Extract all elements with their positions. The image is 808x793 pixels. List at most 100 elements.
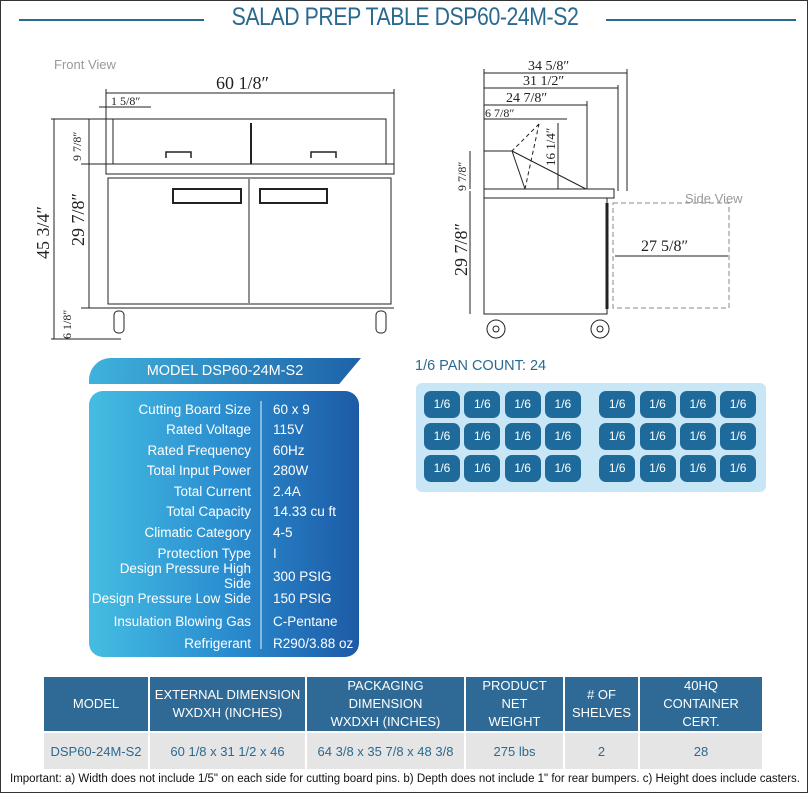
spec-value: 280W [273, 463, 309, 479]
spec-label: Insulation Blowing Gas [113, 613, 251, 629]
pan-slot: 1/6 [464, 455, 501, 482]
depth-dim-1: 34 5/8″ [528, 59, 569, 74]
title-rule-right [606, 19, 796, 21]
spec-row: Design Pressure Low Side 150 PSIG [89, 588, 359, 611]
pan-slot: 1/6 [679, 391, 716, 418]
side-body-height-dim: 29 7/8″ [451, 223, 471, 276]
spec-row: Total Current 2.4A [89, 481, 359, 502]
spec-value: 300 PSIG [273, 568, 332, 584]
spec-row: Rated Frequency 60Hz [89, 440, 359, 461]
pan-slot: 1/6 [504, 423, 541, 450]
spec-label: Protection Type [157, 546, 251, 562]
side-body [483, 197, 608, 315]
offset-dim: 1 5/8″ [111, 94, 140, 108]
table-header-cell: MODEL [44, 677, 148, 731]
spec-value: 2.4A [273, 483, 301, 499]
pan-slot: 1/6 [544, 423, 581, 450]
pan-slot: 1/6 [464, 423, 501, 450]
casters [113, 310, 387, 334]
spec-value: 14.33 cu ft [273, 504, 337, 520]
spec-row: Refrigerant R290/3.88 oz [89, 633, 359, 656]
pan-slot: 1/6 [639, 391, 676, 418]
spec-value: R290/3.88 oz [273, 636, 354, 652]
depth-dim-2: 31 1/2″ [523, 74, 564, 89]
front-view-drawing: 60 1/8″ 1 5/8″ 45 3/4″ 9 7/8″ 29 7/8″ 6 … [33, 73, 395, 340]
spec-label: Total Current [173, 483, 251, 499]
spec-value: 4-5 [273, 524, 293, 540]
lid-height-dim: 16 1/4″ [543, 128, 558, 166]
side-top-height-dim: 9 7/8″ [455, 162, 469, 191]
spec-label: Total Capacity [166, 504, 251, 520]
cutting-board [105, 163, 395, 175]
door-swing-dim: 27 5/8″ [641, 238, 688, 255]
pan-slot: 1/6 [599, 391, 636, 418]
spec-row: Total Input Power 280W [89, 461, 359, 482]
table-cell: DSP60-24M-S2 [44, 733, 148, 769]
pan-slot: 1/6 [599, 455, 636, 482]
pan-slot: 1/6 [504, 455, 541, 482]
spec-value: 115V [273, 422, 304, 438]
side-board [483, 188, 615, 199]
table-cell: 2 [565, 733, 638, 769]
spec-label: Design Pressure Low Side [91, 591, 251, 607]
table-cell: 275 lbs [466, 733, 563, 769]
pan-slot: 1/6 [720, 455, 757, 482]
door-handle [259, 188, 328, 204]
spec-row: Design Pressure High Side 300 PSIG [89, 561, 359, 591]
spec-value: 60 x 9 [273, 401, 310, 417]
spec-divider [260, 401, 262, 649]
pan-count-title: 1/6 PAN COUNT: 24 [415, 358, 547, 374]
pan-slot: 1/6 [639, 423, 676, 450]
spec-label: Rated Voltage [166, 422, 251, 438]
title-rule-left [19, 19, 204, 21]
spec-row: Total Capacity 14.33 cu ft [89, 502, 359, 523]
spec-label: Refrigerant [184, 636, 251, 652]
lid-profile [484, 150, 587, 190]
spec-label: Design Pressure High Side [119, 561, 251, 592]
pan-slot: 1/6 [504, 391, 541, 418]
pan-slot: 1/6 [424, 455, 460, 482]
pan-slot: 1/6 [720, 391, 757, 418]
spec-label: Total Input Power [146, 463, 251, 479]
body-height-dim: 29 7/8″ [68, 193, 88, 246]
pan-slot: 1/6 [639, 455, 676, 482]
spec-label: Rated Frequency [147, 442, 251, 458]
spec-row: Rated Voltage 115V [89, 420, 359, 441]
spec-label: Cutting Board Size [138, 401, 251, 417]
door-swing-area [612, 202, 730, 309]
lid-handles [165, 151, 337, 158]
width-dim: 60 1/8″ [216, 73, 269, 93]
total-height-dim: 45 3/4″ [33, 206, 53, 259]
spec-value: I [273, 546, 277, 562]
depth-dim-3: 24 7/8″ [506, 91, 547, 106]
spec-value: 150 PSIG [273, 591, 332, 607]
page-title: SALAD PREP TABLE DSP60-24M-S2 [231, 3, 579, 31]
pan-slot: 1/6 [599, 423, 636, 450]
front-view-label: Front View [54, 57, 116, 72]
spec-value: 60Hz [273, 442, 305, 458]
table-cell: 60 1/8 x 31 1/2 x 46 [150, 733, 305, 769]
pan-slot: 1/6 [424, 391, 460, 418]
pan-slot: 1/6 [679, 455, 716, 482]
spec-row: Cutting Board Size 60 x 9 [89, 399, 359, 420]
spec-header: MODEL DSP60-24M-S2 [89, 358, 361, 384]
table-cell: 28 [640, 733, 762, 769]
depth-dim-4: 6 7/8″ [485, 106, 514, 120]
top-height-dim: 9 7/8″ [70, 132, 84, 161]
side-casters [486, 319, 610, 339]
pan-slot: 1/6 [424, 423, 460, 450]
cabinet-body [107, 177, 392, 305]
pan-slot: 1/6 [720, 423, 757, 450]
side-view-label: Side View [685, 191, 743, 206]
